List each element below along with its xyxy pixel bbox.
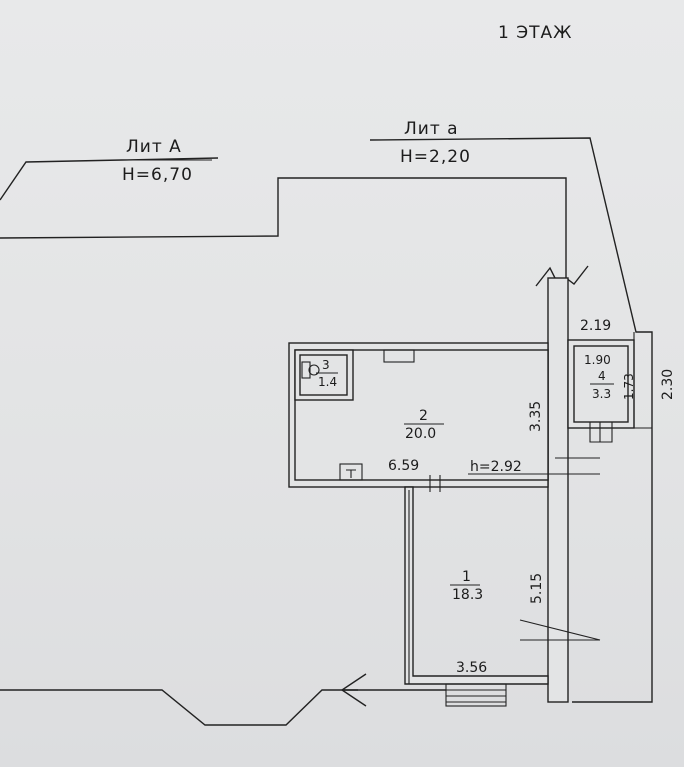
- room-4-side-dimension: 1.73: [622, 373, 636, 400]
- room-2-height-line: [468, 457, 600, 475]
- room-4-width-dimension: 1.90: [584, 353, 611, 367]
- room-1-side-dimension: 5.15: [529, 573, 545, 604]
- room-1-outline: [404, 486, 549, 685]
- toilet-fixture: [301, 361, 311, 379]
- main-building-bottom-edge: [0, 689, 358, 726]
- annex-depth-dimension: 2.30: [660, 369, 676, 400]
- sink-tap-icon: [346, 469, 356, 478]
- entrance-steps-lines: [446, 689, 506, 703]
- annex-outline: [369, 137, 653, 703]
- annex-name: Лит а: [404, 119, 459, 139]
- main-building-height: H=6,70: [122, 165, 193, 185]
- room-2-door: [429, 475, 441, 492]
- room-2-side-dimension: 3.35: [528, 401, 544, 432]
- room-2-width-dimension: 6.59: [388, 458, 419, 474]
- main-building-name: Лит А: [126, 137, 182, 157]
- main-right-wall: [547, 277, 569, 703]
- room-2-inner: [294, 349, 549, 481]
- room-2-window-niche: [383, 349, 415, 363]
- room-1-number: 1: [462, 569, 471, 585]
- toilet-bowl-icon: [308, 364, 320, 376]
- annex-width-dimension: 2.19: [580, 318, 611, 334]
- room-4-door: [589, 422, 613, 443]
- room-3-area: 1.4: [318, 375, 337, 389]
- annex-interior-line: [568, 332, 652, 429]
- room-2-height-label: h=2.92: [470, 459, 522, 475]
- entrance-steps: [445, 683, 507, 707]
- entrance-arrow-icon: [340, 673, 446, 707]
- floor-title: 1 ЭТАЖ: [498, 23, 572, 43]
- room-1-dimension-tick: [519, 619, 601, 641]
- room-4-number: 4: [598, 369, 606, 383]
- room-2-number: 2: [419, 408, 428, 424]
- room-4-area: 3.3: [592, 387, 611, 401]
- room-1-width-dimension: 3.56: [456, 660, 487, 676]
- room-1-area: 18.3: [452, 587, 483, 603]
- main-building-top-edge: [0, 157, 219, 201]
- room-2-sink-fixture: [339, 463, 363, 481]
- room-3-number: 3: [322, 358, 330, 372]
- room-2-area: 20.0: [405, 426, 436, 442]
- main-building-outline: [0, 177, 567, 278]
- annex-height: H=2,20: [400, 147, 471, 167]
